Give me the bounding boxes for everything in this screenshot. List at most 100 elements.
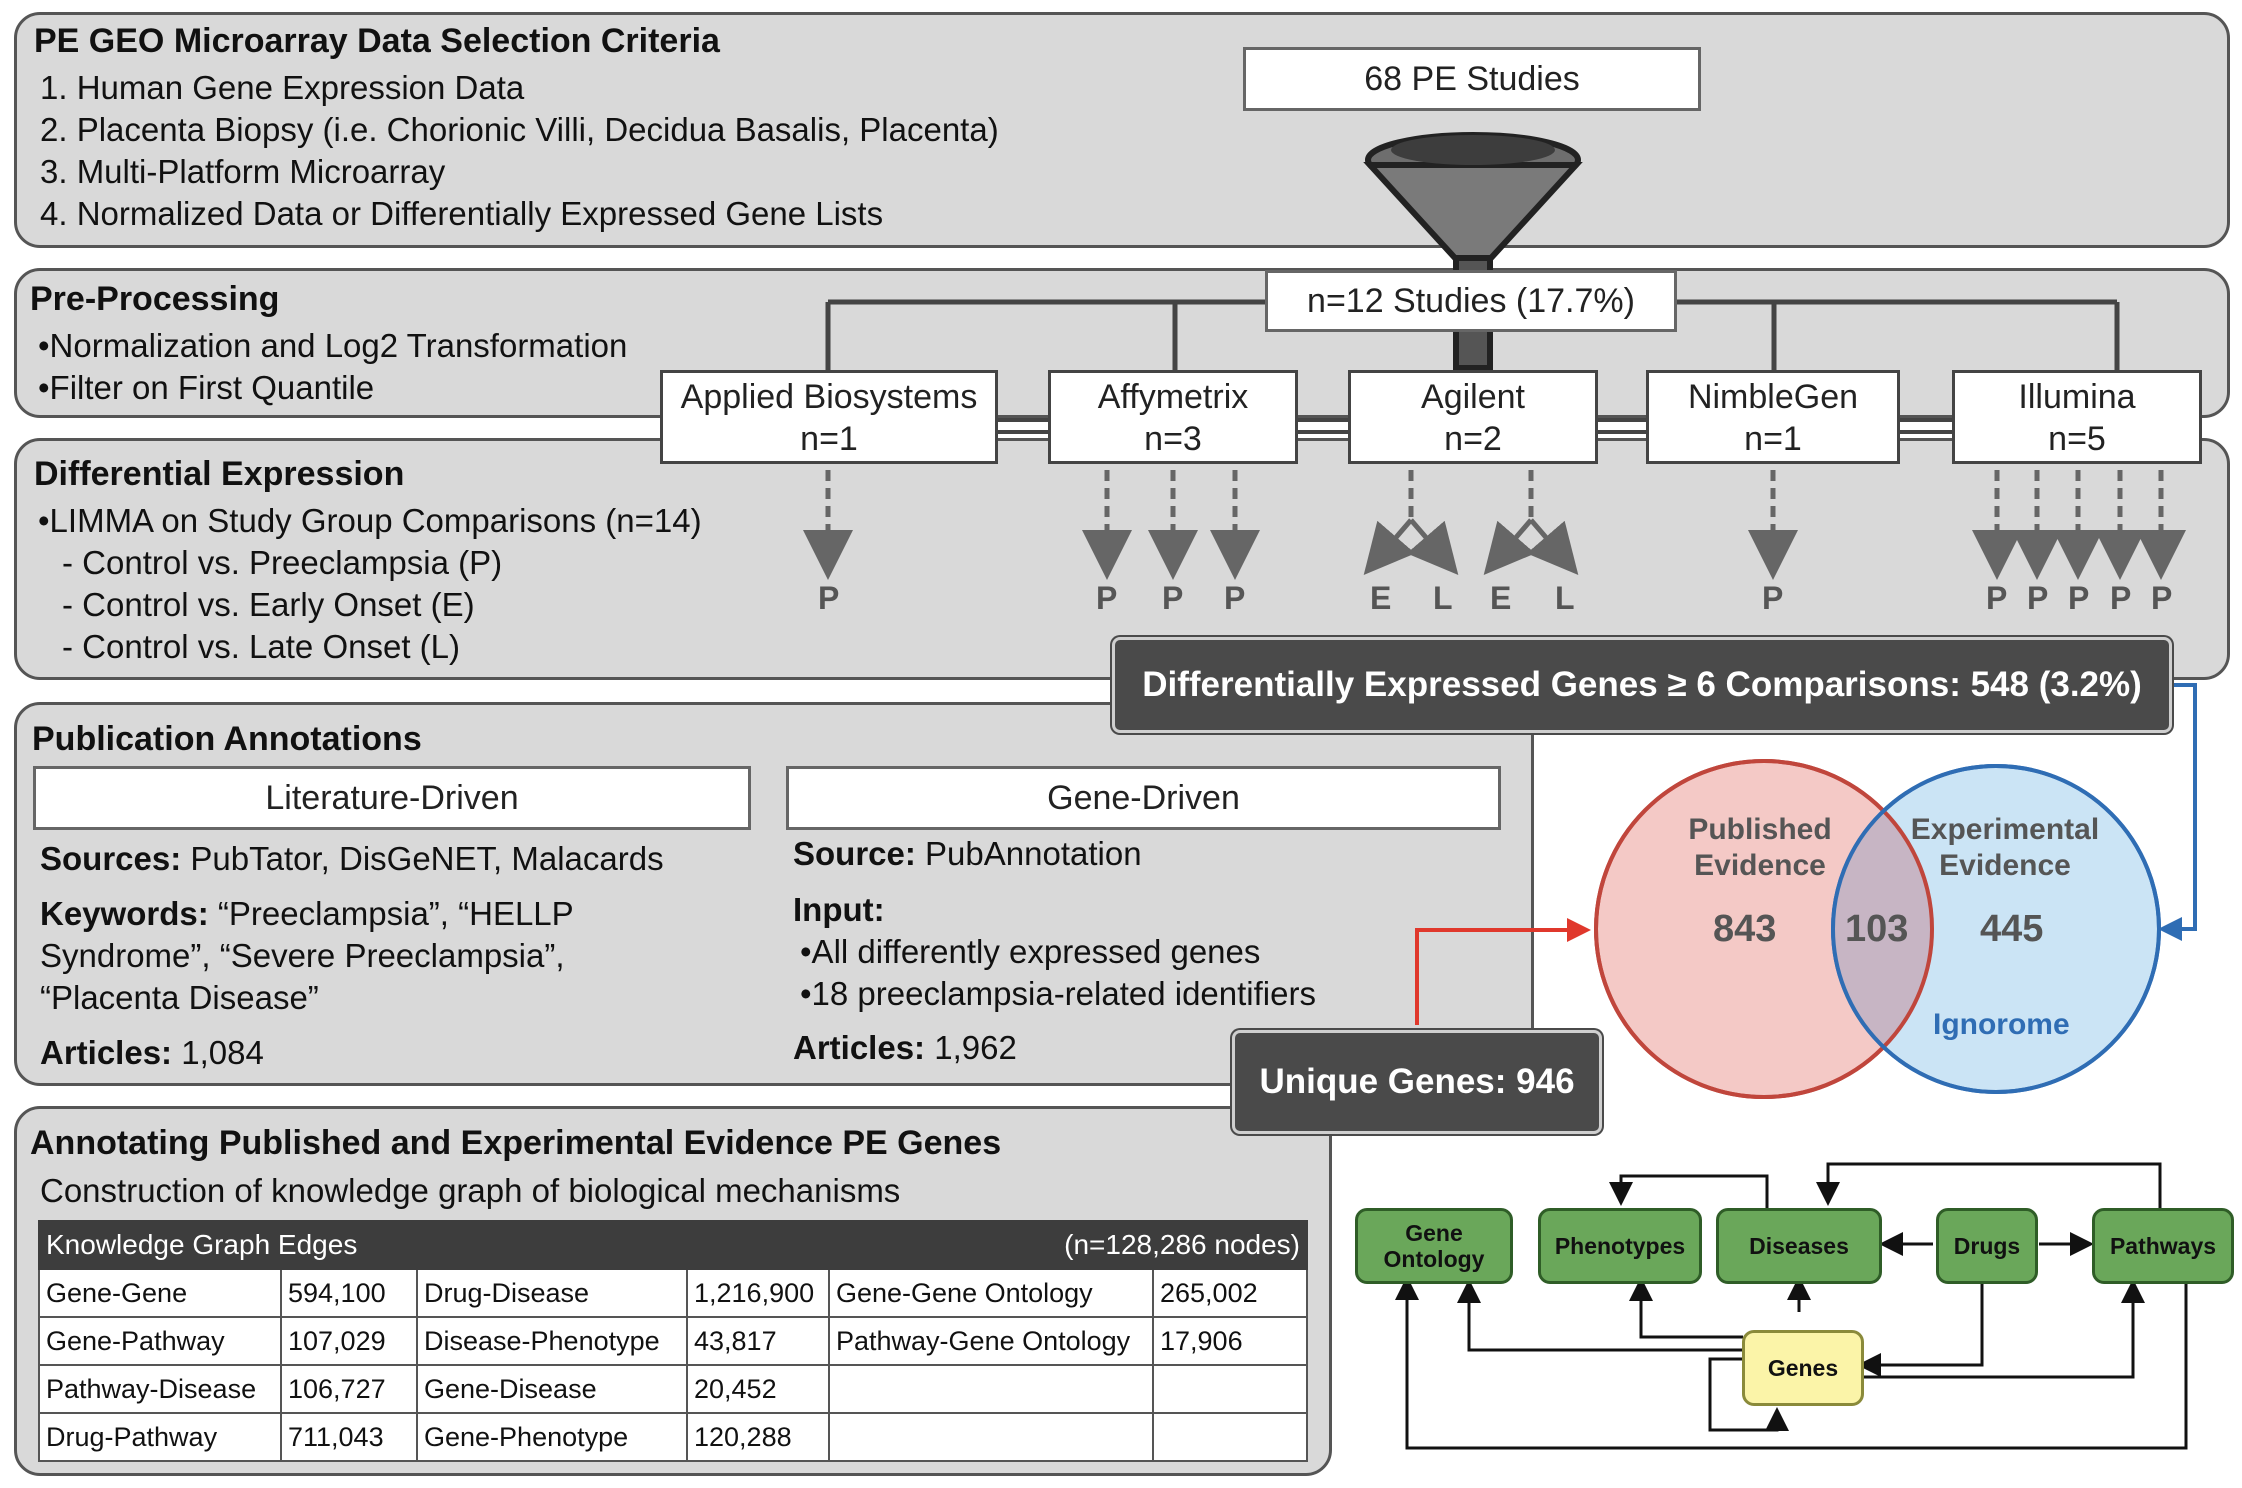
- literature-sources: Sources: PubTator, DisGeNET, Malacards: [40, 838, 664, 880]
- node-phenotypes: Phenotypes: [1538, 1208, 1702, 1284]
- output-affymetrix-3: P: [1224, 580, 1246, 616]
- criteria-item-1: 1. Human Gene Expression Data: [40, 69, 525, 106]
- literature-articles-value: 1,084: [172, 1034, 264, 1071]
- gene-source: Source: PubAnnotation: [793, 833, 1142, 875]
- literature-keywords-label: Keywords:: [40, 895, 209, 932]
- gene-input-item-1: •All differently expressed genes: [800, 933, 1261, 970]
- table-header-left: Knowledge Graph Edges: [38, 1220, 830, 1270]
- output-affymetrix-1: P: [1096, 580, 1118, 616]
- output-affymetrix-2: P: [1162, 580, 1184, 616]
- table-cell: [1152, 1364, 1308, 1414]
- output-nimblegen-1: P: [1762, 580, 1784, 616]
- platform-name: Agilent: [1421, 378, 1525, 416]
- output-illumina-2: P: [2027, 580, 2049, 616]
- platform-illumina: Illumina n=5: [1952, 370, 2202, 464]
- platform-count: n=5: [2048, 420, 2106, 458]
- literature-articles: Articles: 1,084: [40, 1032, 264, 1074]
- platform-count: n=1: [1744, 420, 1802, 458]
- literature-sources-value: PubTator, DisGeNET, Malacards: [181, 840, 664, 877]
- selected-studies-box: n=12 Studies (17.7%): [1265, 270, 1677, 332]
- unique-genes-box: Unique Genes: 946: [1232, 1030, 1602, 1134]
- table-cell: [1152, 1412, 1308, 1462]
- venn-left-label: Published Evidence: [1688, 813, 1832, 882]
- output-illumina-5: P: [2151, 580, 2173, 616]
- venn-left-value: 843: [1713, 908, 1777, 950]
- table-cell: Disease-Phenotype: [416, 1316, 688, 1366]
- literature-keywords-line2: Syndrome”, “Severe Preeclampsia”,: [40, 937, 565, 974]
- table-cell: Gene-Phenotype: [416, 1412, 688, 1462]
- criteria-item-2: 2. Placenta Biopsy (i.e. Chorionic Villi…: [40, 111, 999, 148]
- node-pathways: Pathways: [2092, 1208, 2234, 1284]
- table-cell: 43,817: [686, 1316, 830, 1366]
- table-cell: 265,002: [1152, 1268, 1308, 1318]
- diffexp-item-1: •LIMMA on Study Group Comparisons (n=14): [38, 502, 702, 539]
- annotating-title: Annotating Published and Experimental Ev…: [30, 1124, 1002, 1162]
- output-agilent-4: L: [1555, 580, 1575, 616]
- platform-agilent: Agilent n=2: [1348, 370, 1598, 464]
- table-cell: Gene-Disease: [416, 1364, 688, 1414]
- node-drugs: Drugs: [1936, 1208, 2038, 1284]
- table-cell: 106,727: [280, 1364, 418, 1414]
- platform-name: Affymetrix: [1097, 378, 1249, 416]
- platform-count: n=1: [800, 420, 858, 458]
- gene-input-label: Input:: [793, 891, 885, 928]
- literature-driven-header: Literature-Driven: [33, 766, 751, 830]
- table-cell: Gene-Gene Ontology: [828, 1268, 1154, 1318]
- criteria-item-3: 3. Multi-Platform Microarray: [40, 153, 446, 190]
- output-illumina-1: P: [1986, 580, 2008, 616]
- platform-affymetrix: Affymetrix n=3: [1048, 370, 1298, 464]
- table-cell: [828, 1364, 1154, 1414]
- table-cell: 711,043: [280, 1412, 418, 1462]
- selection-criteria-panel: [14, 12, 2230, 248]
- table-row: Gene-Pathway 107,029 Disease-Phenotype 4…: [38, 1316, 1308, 1366]
- literature-keywords: Keywords: “Preeclampsia”, “HELLP: [40, 893, 574, 935]
- knowledge-graph-table: Knowledge Graph Edges (n=128,286 nodes) …: [38, 1220, 1308, 1462]
- pe-studies-box: 68 PE Studies: [1243, 47, 1701, 111]
- diffexp-item-3: - Control vs. Early Onset (E): [62, 586, 475, 623]
- diffexp-item-2: - Control vs. Preeclampsia (P): [62, 544, 503, 581]
- platform-name: Illumina: [2018, 378, 2136, 416]
- deg-summary-box: Differentially Expressed Genes ≥ 6 Compa…: [1112, 637, 2172, 733]
- venn-ignorome-label: Ignorome: [1933, 1008, 2070, 1041]
- gene-articles-value: 1,962: [925, 1029, 1017, 1066]
- literature-articles-label: Articles:: [40, 1034, 173, 1071]
- table-cell: Drug-Pathway: [38, 1412, 282, 1462]
- table-cell: Gene-Pathway: [38, 1316, 282, 1366]
- gene-source-value: PubAnnotation: [915, 835, 1142, 872]
- preprocessing-title: Pre-Processing: [30, 280, 280, 318]
- table-cell: 20,452: [686, 1364, 830, 1414]
- table-cell: Pathway-Disease: [38, 1364, 282, 1414]
- gene-source-label: Source:: [793, 835, 916, 872]
- table-cell: 1,216,900: [686, 1268, 830, 1318]
- table-cell: Drug-Disease: [416, 1268, 688, 1318]
- output-illumina-3: P: [2068, 580, 2090, 616]
- platform-applied-biosystems: Applied Biosystems n=1: [660, 370, 998, 464]
- output-applied-1: P: [818, 580, 840, 616]
- table-row: Drug-Pathway 711,043 Gene-Phenotype 120,…: [38, 1412, 1308, 1462]
- venn-right-value: 445: [1980, 908, 2044, 950]
- table-cell: Gene-Gene: [38, 1268, 282, 1318]
- output-agilent-3: E: [1490, 580, 1512, 616]
- diffexp-title: Differential Expression: [34, 455, 405, 493]
- gene-input-item-2: •18 preeclampsia-related identifiers: [800, 975, 1316, 1012]
- node-diseases: Diseases: [1716, 1208, 1882, 1284]
- platform-name: NimbleGen: [1687, 378, 1859, 416]
- gene-driven-header: Gene-Driven: [786, 766, 1501, 830]
- literature-sources-label: Sources:: [40, 840, 182, 877]
- output-illumina-4: P: [2110, 580, 2132, 616]
- gene-articles: Articles: 1,962: [793, 1027, 1017, 1069]
- gene-articles-label: Articles:: [793, 1029, 926, 1066]
- literature-keywords-line3: “Placenta Disease”: [40, 979, 319, 1016]
- output-agilent-1: E: [1370, 580, 1392, 616]
- table-row: Pathway-Disease 106,727 Gene-Disease 20,…: [38, 1364, 1308, 1414]
- selection-criteria-title: PE GEO Microarray Data Selection Criteri…: [34, 22, 720, 60]
- platform-name: Applied Biosystems: [680, 378, 978, 416]
- literature-keywords-line1: “Preeclampsia”, “HELLP: [208, 895, 574, 932]
- table-row: Gene-Gene 594,100 Drug-Disease 1,216,900…: [38, 1268, 1308, 1318]
- preprocessing-item-1: •Normalization and Log2 Transformation: [38, 327, 628, 364]
- platform-nimblegen: NimbleGen n=1: [1646, 370, 1900, 464]
- publication-title: Publication Annotations: [32, 720, 422, 758]
- platform-count: n=3: [1144, 420, 1202, 458]
- platform-count: n=2: [1444, 420, 1502, 458]
